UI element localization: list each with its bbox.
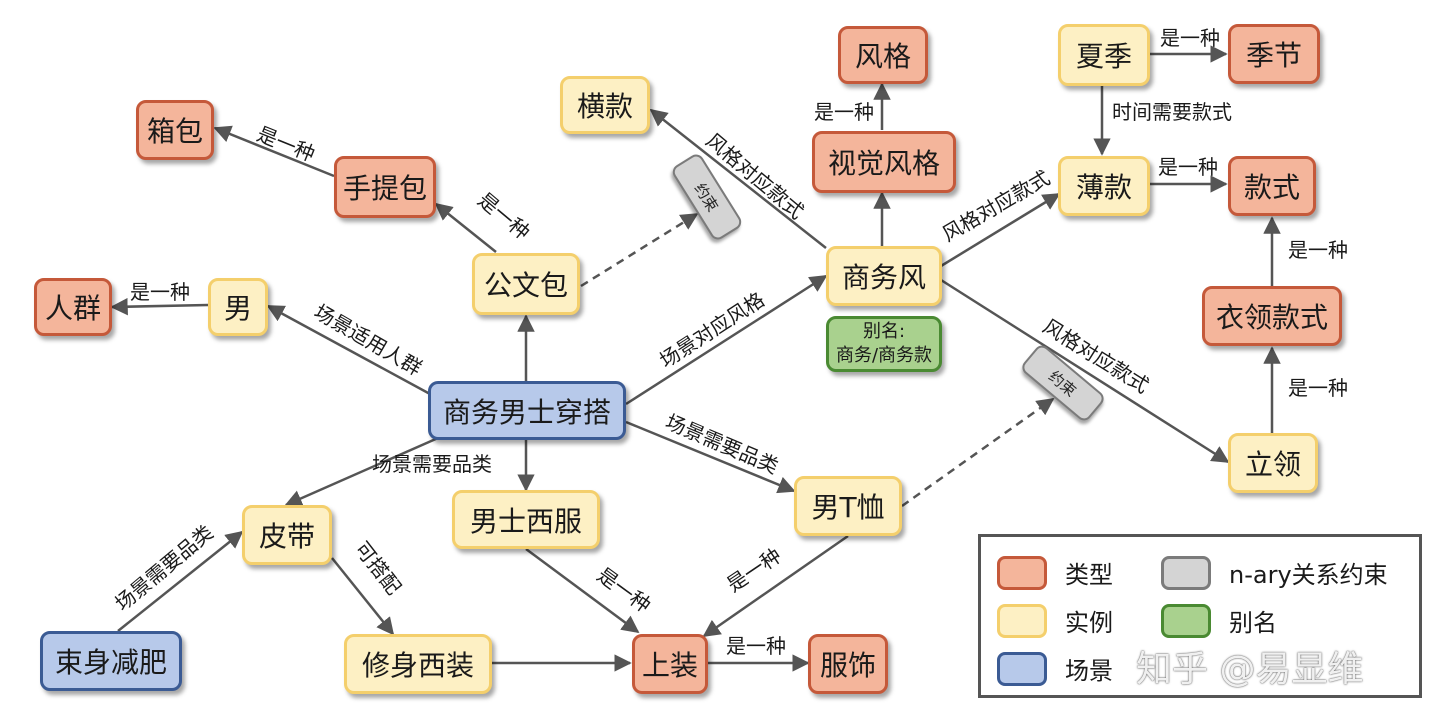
label-belt-match: 可搭配 [350,536,406,600]
label-handbag-luggage: 是一种 [253,121,319,167]
node-crowd[interactable]: 人群 [34,278,112,336]
legend-label-alias: 别名 [1229,609,1277,637]
node-luggage[interactable]: 箱包 [136,100,214,160]
node-season[interactable]: 季节 [1228,24,1320,84]
label-scene-crowd: 场景适用人群 [310,299,426,381]
legend-swatch-type [997,555,1047,590]
node-male[interactable]: 男 [208,278,268,336]
legend-label-nary: n-ary关系约束 [1229,561,1388,589]
legend-item-scene: 场景 [997,651,1113,686]
legend-item-instance: 实例 [997,603,1113,638]
legend-label-instance: 实例 [1065,609,1113,637]
edge-male-crowd [110,297,209,316]
legend-item-alias: 别名 [1161,603,1277,638]
label-slim-belt: 场景需要品类 [110,520,218,616]
node-thin[interactable]: 薄款 [1058,156,1150,216]
legend-swatch-scene [997,651,1047,686]
legend-swatch-nary [1161,555,1211,590]
node-slim-suit[interactable]: 修身西装 [344,634,492,694]
watermark: 知乎 @易显维 [1136,649,1364,690]
edge-briefcase-constraint [580,212,699,288]
label-visual-style: 是一种 [814,100,874,124]
legend-item-type: 类型 [997,555,1113,590]
edge-scene-business [625,274,828,406]
label-summer-thin: 时间需要款式 [1112,100,1232,124]
node-style[interactable]: 风格 [838,26,928,84]
node-mens-suit[interactable]: 男士西服 [452,490,600,549]
legend-label-scene: 场景 [1065,657,1113,685]
label-thin-design: 是一种 [1158,155,1218,179]
label-summer-season: 是一种 [1160,26,1220,50]
alias-line2: 商务/商务款 [835,345,933,366]
legend-label-type: 类型 [1065,561,1113,589]
node-mens-tshirt[interactable]: 男T恤 [794,476,902,536]
legend-swatch-alias [1161,603,1211,638]
node-apparel[interactable]: 服饰 [808,634,888,694]
label-collar-design: 是一种 [1288,238,1348,262]
node-briefcase[interactable]: 公文包 [472,253,580,315]
edge-tshirt-constraint [901,397,1055,508]
node-summer[interactable]: 夏季 [1058,24,1150,86]
label-top-apparel: 是一种 [726,634,786,658]
label-male-crowd: 是一种 [130,280,190,304]
node-top[interactable]: 上装 [632,634,708,694]
label-scene-belt: 场景需要品类 [372,452,492,476]
legend-item-nary: n-ary关系约束 [1161,555,1388,590]
edge-business-stand [940,278,1230,464]
legend: 类型 实例 场景 n-ary关系约束 别名 [978,534,1422,698]
label-suit-top: 是一种 [592,562,656,618]
node-business-outfit[interactable]: 商务男士穿搭 [428,381,626,440]
node-business-style[interactable]: 商务风 [826,246,942,306]
label-briefcase-handbag: 是一种 [473,187,535,245]
node-visual-style[interactable]: 视觉风格 [812,131,956,193]
node-slimming[interactable]: 束身减肥 [40,631,182,691]
node-belt[interactable]: 皮带 [242,505,332,565]
node-handbag[interactable]: 手提包 [334,156,436,218]
node-collar-style[interactable]: 衣领款式 [1202,286,1342,346]
node-stand-collar[interactable]: 立领 [1228,433,1318,493]
label-stand-collar: 是一种 [1288,376,1348,400]
node-design[interactable]: 款式 [1228,156,1316,216]
node-alias[interactable]: 别名: 商务/商务款 [826,316,942,372]
node-horizontal[interactable]: 横款 [560,76,650,134]
label-tshirt-top: 是一种 [722,543,786,597]
legend-swatch-instance [997,603,1047,638]
label-scene-tshirt: 场景需要品类 [662,409,782,479]
alias-line1: 别名: [862,321,906,342]
label-scene-style: 场景对应风格 [655,287,769,373]
